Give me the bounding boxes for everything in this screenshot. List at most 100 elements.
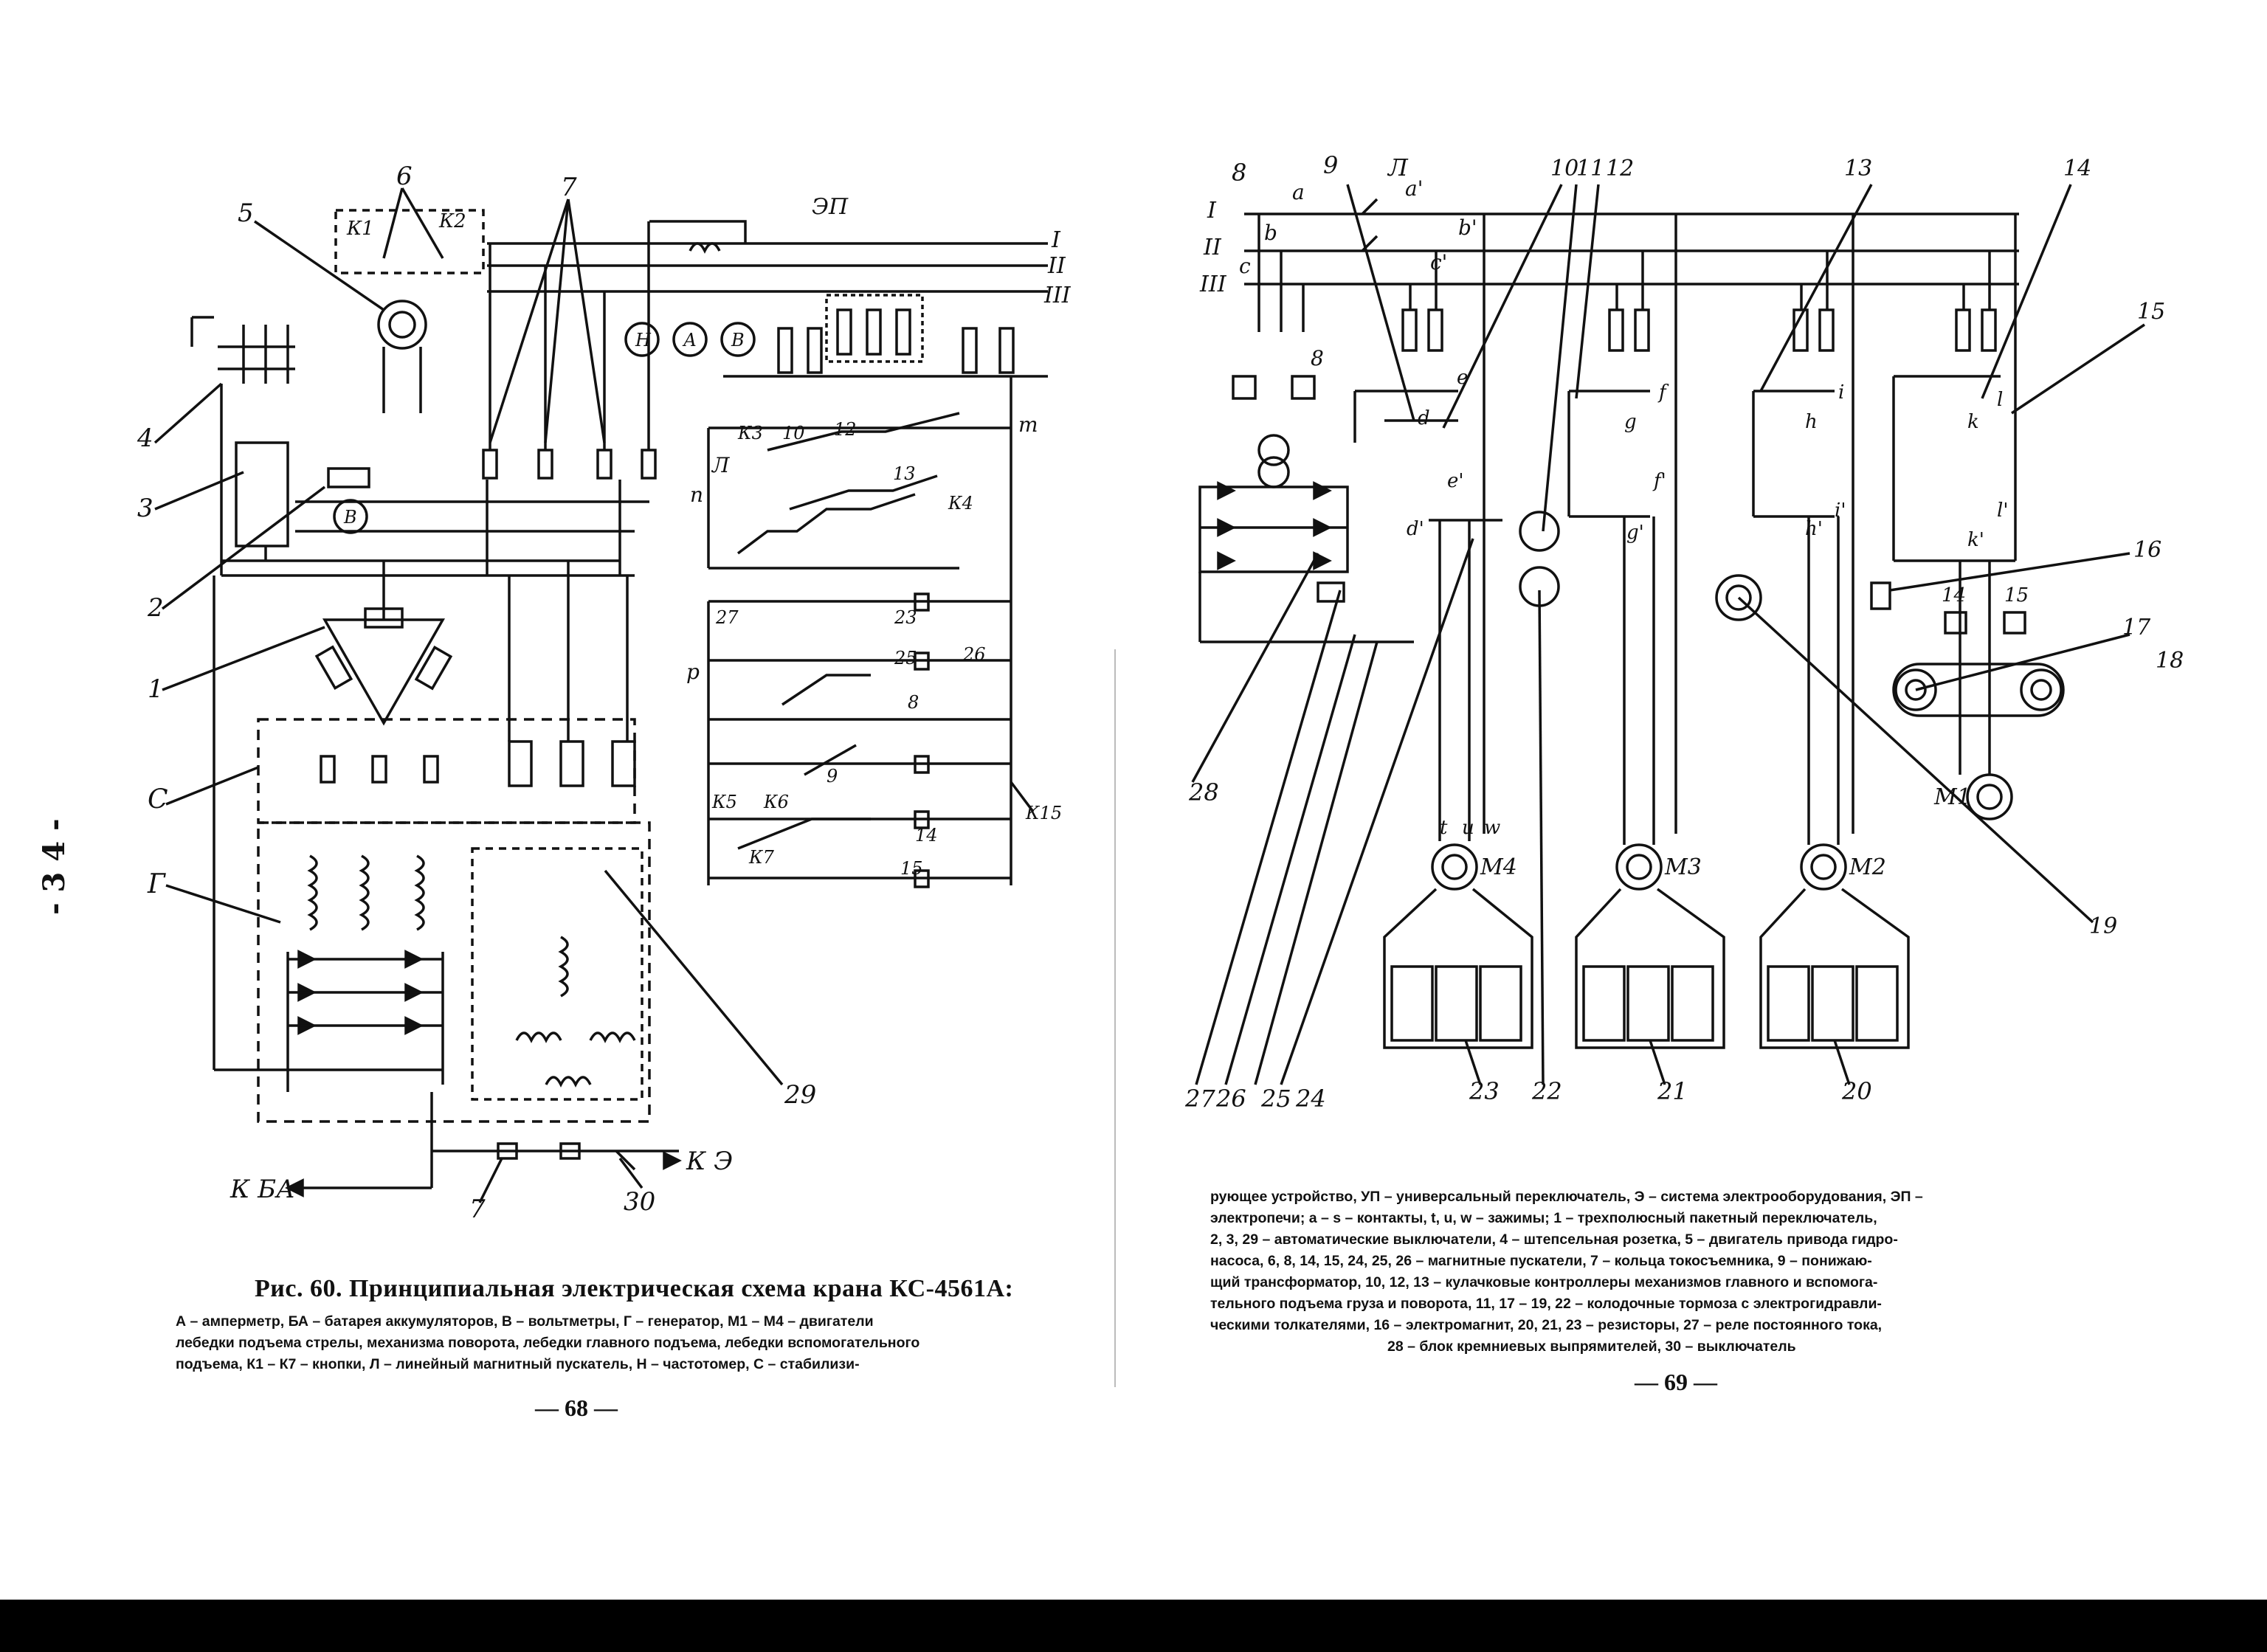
label-A: А	[682, 330, 697, 350]
label-4: 4	[137, 424, 153, 453]
right-legend-line: рующее устройство, УП – универсальный пе…	[1210, 1189, 1923, 1205]
label-EP: ЭП	[812, 194, 849, 220]
label-c12: 12	[834, 419, 857, 440]
label-rg1: g'	[1626, 522, 1644, 544]
label-c10: 10	[782, 423, 805, 443]
label-C: С	[148, 784, 168, 815]
left-schematic	[153, 187, 1048, 1203]
label-m: m	[1018, 412, 1038, 437]
label-B: В	[731, 330, 745, 350]
label-K1: К1	[346, 218, 374, 240]
label-K6: К6	[763, 792, 789, 812]
figure-title: Рис. 60. Принципиальная электрическая сх…	[255, 1275, 1014, 1302]
label-r9: 9	[1323, 151, 1338, 179]
left-legend-line: А – амперметр, БА – батарея аккумуляторо…	[176, 1313, 874, 1330]
label-rbus-I: I	[1207, 198, 1217, 224]
margin-note: - 3 4 -	[37, 818, 72, 915]
label-n: n	[690, 483, 703, 507]
right-legend: рующее устройство, УП – универсальный пе…	[1210, 1186, 2122, 1358]
label-ri1: i'	[1835, 500, 1846, 522]
label-r26: 26	[1215, 1085, 1246, 1113]
right-legend-line: насоса, 6, 8, 14, 15, 24, 25, 26 – магни…	[1210, 1253, 1872, 1269]
label-rk1: k'	[1967, 529, 1984, 551]
label-29: 29	[784, 1080, 816, 1110]
label-c26: 26	[962, 644, 986, 665]
label-rk: k	[1967, 411, 1979, 433]
label-r28: 28	[1188, 778, 1219, 806]
label-rd1: d'	[1407, 518, 1424, 540]
label-r23: 23	[1469, 1077, 1500, 1105]
label-r13: 13	[1844, 156, 1872, 182]
label-M2: M2	[1849, 854, 1886, 880]
label-r19: 19	[2089, 913, 2117, 939]
left-legend-line: подъема, К1 – К7 – кнопки, Л – линейный …	[176, 1356, 860, 1372]
label-r12: 12	[1606, 156, 1634, 182]
label-r24: 24	[1295, 1085, 1326, 1113]
right-legend-line: тельного подъема груза и поворота, 11, 1…	[1210, 1296, 1882, 1312]
label-c14: 14	[915, 825, 938, 846]
label-7b: 7	[469, 1195, 486, 1224]
label-ru: u	[1462, 817, 1474, 839]
label-c23: 23	[894, 607, 917, 628]
left-schematic-labels: 6 7 5 4 3 2 1 С Г 29 30 7 К БА К Э ЭП К1…	[137, 162, 1072, 1224]
label-ri: i	[1838, 381, 1844, 404]
label-r17: 17	[2122, 615, 2151, 640]
label-rbus-III: III	[1199, 272, 1227, 297]
label-r22: 22	[1531, 1077, 1562, 1105]
label-5: 5	[238, 198, 254, 228]
label-rw: w	[1484, 817, 1500, 839]
label-bus-III: III	[1043, 283, 1072, 308]
label-ra: a	[1292, 180, 1305, 204]
label-rh: h	[1805, 411, 1818, 433]
label-c27: 27	[715, 607, 739, 628]
label-M3: M3	[1664, 854, 1702, 880]
right-schematic	[1191, 184, 2145, 1085]
label-r18: 18	[2156, 648, 2184, 674]
right-schematic-labels: 8 9 Л 10 11 12 13 14 15 16 17 18 19 20 2…	[1184, 151, 2184, 1113]
label-rL: Л	[1387, 153, 1409, 182]
label-r8: 8	[1232, 159, 1246, 187]
right-legend-line: электропечи; a – s – контакты, t, u, w –…	[1210, 1210, 1877, 1226]
book-gutter	[1114, 649, 1116, 1387]
left-legend: А – амперметр, БА – батарея аккумуляторо…	[176, 1311, 1024, 1375]
label-rt: t	[1440, 817, 1448, 839]
label-rc: c	[1239, 254, 1251, 278]
label-bus-I: I	[1051, 227, 1061, 253]
label-1: 1	[148, 674, 164, 704]
label-rf: f	[1657, 381, 1669, 404]
right-legend-line: ческими толкателями, 16 – электромагнит,…	[1210, 1317, 1883, 1333]
label-6: 6	[396, 162, 413, 191]
label-r8b: 8	[1311, 346, 1324, 370]
label-c13: 13	[893, 463, 916, 484]
label-K2: К2	[438, 210, 466, 232]
label-r25: 25	[1260, 1085, 1291, 1113]
label-B2: В	[343, 507, 357, 528]
label-rl1: l'	[1997, 500, 2008, 522]
right-legend-line: 28 – блок кремниевых выпрямителей, 30 – …	[1387, 1338, 1796, 1355]
label-bus-II: II	[1047, 253, 1066, 279]
label-rf1: f'	[1652, 470, 1666, 492]
label-M4: M4	[1480, 854, 1517, 880]
label-r11: 11	[1576, 156, 1604, 182]
label-rbus-II: II	[1203, 235, 1222, 260]
label-re: e	[1457, 367, 1468, 389]
page-number-left: — 68 —	[535, 1394, 618, 1421]
label-c25: 25	[894, 648, 917, 668]
label-KE: К Э	[686, 1147, 733, 1176]
right-legend-line: щий трансформатор, 10, 12, 13 – кулачков…	[1210, 1274, 1878, 1290]
label-K5: К5	[711, 792, 737, 812]
label-K3: К3	[737, 423, 763, 443]
label-r16: 16	[2133, 537, 2161, 563]
label-rc1: c'	[1430, 250, 1447, 274]
label-G: Г	[147, 869, 166, 899]
label-p: p	[686, 660, 700, 684]
label-rb: b	[1264, 221, 1277, 245]
label-r27: 27	[1184, 1085, 1215, 1113]
left-legend-line: лебедки подъема стрелы, механизма поворо…	[176, 1335, 920, 1351]
page-number-right: — 69 —	[1635, 1369, 1717, 1395]
scan-border	[0, 1600, 2267, 1652]
label-KBA: К БА	[230, 1175, 295, 1204]
label-rd: d	[1418, 407, 1430, 429]
label-rl: l	[1997, 389, 2003, 411]
